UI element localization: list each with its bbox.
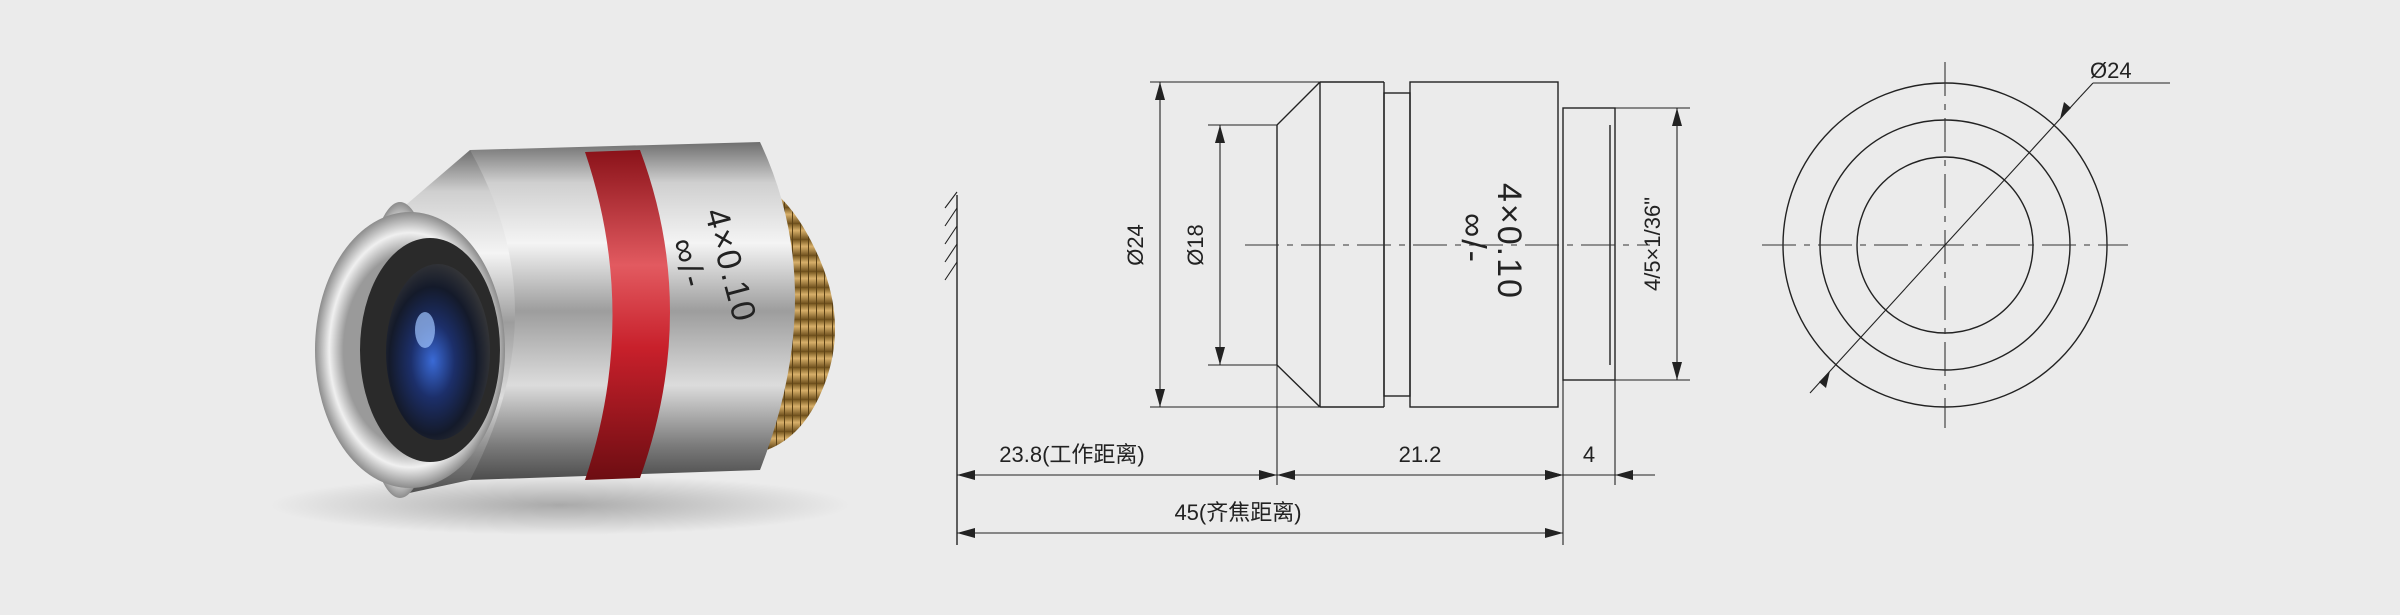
dim-thread-length-label: 4 — [1583, 442, 1595, 467]
dim-front-diameter: Ø18 — [1183, 124, 1277, 366]
lens-outline — [1245, 81, 1650, 408]
object-plane-hatch — [944, 191, 958, 545]
body-marking-tube-length: ∞/- — [1454, 213, 1492, 264]
dim-body-length-label: 21.2 — [1399, 442, 1442, 467]
dim-thread-length: 4 — [1545, 442, 1655, 480]
body-marking-magnification: 4×0.10 — [1490, 183, 1528, 300]
dim-outer-diameter: Ø24 — [1123, 81, 1320, 408]
floor-shadow — [270, 475, 850, 535]
dim-working-distance: 23.8(工作距离) — [957, 442, 1277, 480]
dim-outer-diameter-label: Ø24 — [1123, 224, 1148, 266]
dim-parfocal-distance-label: 45(齐焦距离) — [1174, 500, 1301, 525]
dim-body-length: 21.2 — [1277, 442, 1563, 480]
dim-parfocal-distance: 45(齐焦距离) — [957, 500, 1563, 538]
red-magnification-ring — [585, 150, 670, 480]
side-view-drawing: 4×0.10 ∞/- Ø24 Ø18 4/5× — [944, 81, 1690, 545]
body-marking: 4×0.10 ∞/- — [1454, 183, 1528, 300]
front-lens-glass — [386, 264, 490, 440]
dim-thread: 4/5×1/36" — [1615, 107, 1690, 381]
dim-end-outer-diameter: Ø24 — [1809, 58, 2170, 394]
lens-reflection — [415, 312, 435, 348]
dim-thread-label: 4/5×1/36" — [1640, 197, 1665, 291]
dim-end-outer-diameter-label: Ø24 — [2090, 58, 2132, 83]
product-render: 4×0.10 ∞/- — [270, 142, 850, 535]
dim-front-diameter-label: Ø18 — [1183, 224, 1208, 266]
dim-working-distance-label: 23.8(工作距离) — [999, 442, 1144, 467]
end-view-drawing: Ø24 — [1762, 58, 2170, 428]
